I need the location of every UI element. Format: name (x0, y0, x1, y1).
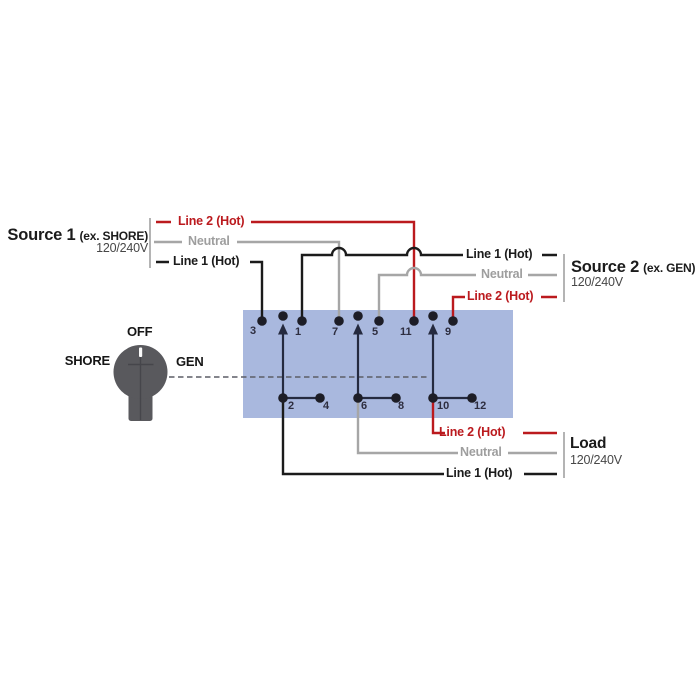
selector-position-off: OFF (127, 324, 153, 339)
terminal-label-12: 12 (474, 400, 487, 412)
selector-knob (113, 345, 168, 421)
source1-title-text: Source 1 (7, 226, 76, 244)
terminal-label-1: 1 (295, 326, 302, 338)
selector-position-gen: GEN (176, 354, 204, 369)
pole-arrowheads (278, 323, 438, 335)
load-line1-label: Line 1 (Hot) (446, 466, 513, 480)
load-neutral-wire (356, 398, 557, 455)
terminal-dot-5 (374, 316, 384, 326)
source2-line1-hot-wire (300, 246, 557, 321)
pole2-top-dot (353, 311, 363, 321)
selector-position-shore: SHORE (64, 353, 110, 368)
terminal-label-6: 6 (361, 400, 368, 412)
terminal-dot-11 (409, 316, 419, 326)
source1-line2-hot-wire (156, 220, 416, 321)
terminal-dot-3 (257, 316, 267, 326)
load-voltage: 120/240V (570, 453, 622, 467)
selector-knob-seams (128, 349, 154, 420)
terminal-label-9: 9 (445, 326, 452, 338)
terminal-label-8: 8 (398, 400, 405, 412)
terminal-dots (257, 311, 477, 403)
source2-title-text: Source 2 (571, 258, 640, 276)
terminal-dot-8 (391, 393, 401, 403)
load-title: Load (570, 435, 607, 452)
load-line1-hot-wire (281, 398, 557, 476)
source1-line1-hot-wire (156, 260, 264, 321)
source2-line2-label: Line 2 (Hot) (467, 289, 534, 303)
source2-qualifier: (ex. GEN) (643, 261, 696, 275)
pole-common-links (281, 332, 472, 400)
terminal-dot-1 (297, 316, 307, 326)
load-neutral-label: Neutral (460, 445, 502, 459)
pole1-top-dot (278, 311, 288, 321)
pole2-arrowhead-icon (353, 323, 363, 335)
terminal-label-3: 3 (250, 325, 257, 337)
source2-neutral-label: Neutral (481, 267, 523, 281)
source1-neutral-wire (154, 240, 341, 321)
pole1-arrowhead-icon (278, 323, 288, 335)
terminal-label-11: 11 (400, 326, 412, 338)
source2-line1-label: Line 1 (Hot) (466, 247, 533, 261)
terminal-dot-2 (278, 393, 288, 403)
source2-voltage: 120/240V (571, 275, 623, 289)
terminal-dot-12 (467, 393, 477, 403)
source2-line2-hot-wire (451, 295, 557, 321)
terminal-label-7: 7 (332, 326, 339, 338)
terminal-label-4: 4 (323, 400, 330, 412)
source1-line1-label: Line 1 (Hot) (173, 254, 240, 268)
terminal-dot-9 (448, 316, 458, 326)
source2-neutral-wire (377, 266, 557, 321)
terminal-dot-7 (334, 316, 344, 326)
load-line2-label: Line 2 (Hot) (439, 425, 506, 439)
terminal-dot-6 (353, 393, 363, 403)
terminal-label-10: 10 (437, 400, 450, 412)
terminal-label-2: 2 (288, 400, 295, 412)
source1-voltage: 120/240V (96, 241, 148, 255)
terminal-label-5: 5 (372, 326, 379, 338)
source1-qualifier: (ex. SHORE) (79, 229, 149, 243)
source2-title: Source 2 (ex. GEN) (571, 258, 696, 276)
selector-knob-pointer-icon (139, 347, 143, 357)
source1-line2-label: Line 2 (Hot) (178, 214, 245, 228)
source1-neutral-label: Neutral (188, 234, 230, 248)
source1-title: Source 1 (ex. SHORE) (7, 227, 148, 244)
terminal-dot-10 (428, 393, 438, 403)
pole3-top-dot (428, 311, 438, 321)
terminal-dot-4 (315, 393, 325, 403)
load-line2-hot-wire (431, 398, 557, 435)
pole3-arrowhead-icon (428, 323, 438, 335)
